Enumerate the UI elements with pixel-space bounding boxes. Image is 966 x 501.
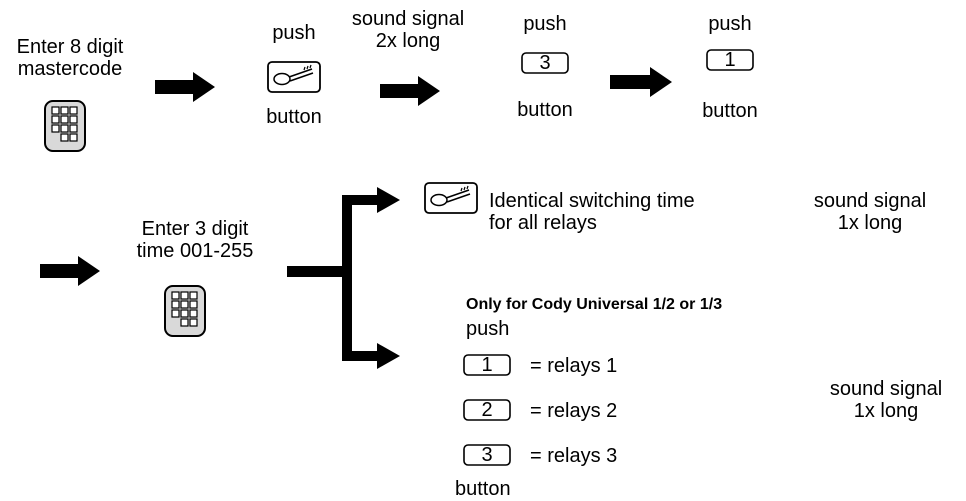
- step1-label: Enter 8 digit mastercode: [0, 36, 140, 80]
- key-icon: [267, 61, 321, 93]
- key-icon: [424, 182, 478, 214]
- sound-signal-top: sound signal 2x long: [338, 8, 478, 52]
- option-label-1: = relays 1: [530, 355, 618, 377]
- key-box-1: [706, 49, 754, 71]
- step2-button-label: button: [266, 106, 322, 128]
- arrow-4: [40, 256, 100, 286]
- option-key-2: 2: [481, 399, 493, 421]
- branch-a-signal: sound signal 1x long: [790, 190, 950, 234]
- branch-b-heading: Only for Cody Universal 1/2 or 1/3: [466, 296, 723, 313]
- arrow-2: [380, 76, 440, 106]
- option-key-box-3: [463, 444, 511, 466]
- step3-key-label: 3: [539, 52, 551, 74]
- key-box-3: [521, 52, 569, 74]
- sound-signal-top-line2: 2x long: [375, 30, 441, 52]
- step5-label: Enter 3 digit time 001-255: [110, 218, 280, 262]
- option-label-3: = relays 3: [530, 445, 618, 467]
- arrow-branch-a: [342, 187, 400, 213]
- branch-stem: [287, 266, 347, 277]
- branch-bar: [342, 195, 352, 361]
- keypad-icon: [164, 285, 206, 337]
- option-key-box-2: [463, 399, 511, 421]
- step5-line1: Enter 3 digit: [141, 218, 249, 240]
- step5-line2: time 001-255: [136, 240, 254, 262]
- branch-b-signal: sound signal 1x long: [806, 378, 966, 422]
- step1-line1: Enter 8 digit: [16, 36, 124, 58]
- arrow-branch-b: [342, 343, 400, 369]
- branch-b-button-label: button: [455, 478, 511, 500]
- keypad-icon: [44, 100, 86, 152]
- step4-push-label: push: [708, 13, 752, 35]
- step3-button-label: button: [517, 99, 573, 121]
- option-key-1: 1: [481, 354, 493, 376]
- arrow-3: [610, 67, 672, 97]
- arrow-1: [155, 72, 215, 102]
- option-key-3: 3: [481, 444, 493, 466]
- step2-push-label: push: [272, 22, 316, 44]
- sound-signal-top-line1: sound signal: [351, 8, 465, 30]
- option-key-box-1: [463, 354, 511, 376]
- step4-key-label: 1: [724, 49, 736, 71]
- branch-a-signal-line1: sound signal: [813, 190, 927, 212]
- option-label-2: = relays 2: [530, 400, 618, 422]
- step1-line2: mastercode: [17, 58, 123, 80]
- branch-a-text: Identical switching time for all relays: [489, 190, 695, 234]
- step3-push-label: push: [523, 13, 567, 35]
- branch-a-line1: Identical switching time: [489, 190, 695, 212]
- step4-button-label: button: [702, 100, 758, 122]
- branch-a-line2: for all relays: [489, 212, 597, 234]
- branch-b-signal-line2: 1x long: [853, 400, 919, 422]
- branch-a-signal-line2: 1x long: [837, 212, 903, 234]
- branch-b-push-label: push: [466, 318, 510, 340]
- branch-b-signal-line1: sound signal: [829, 378, 943, 400]
